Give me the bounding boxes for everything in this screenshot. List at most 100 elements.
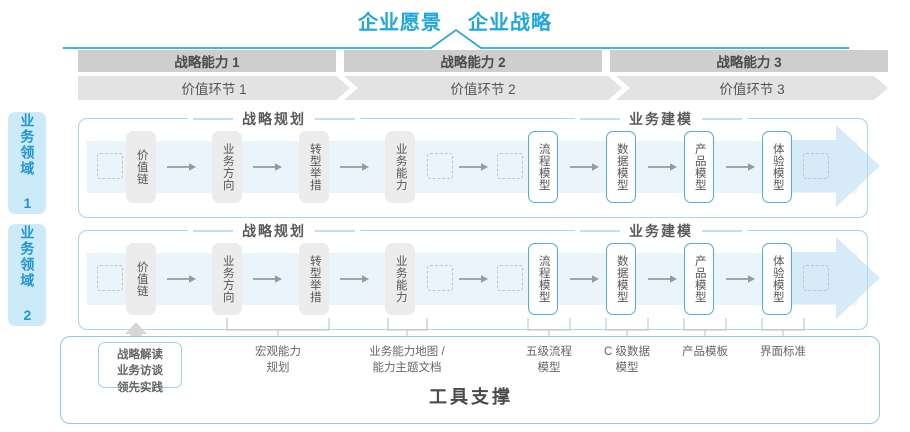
label-line-2: 模型 (615, 361, 639, 374)
arrow-1-4 (459, 163, 488, 171)
ghost-mid-a-1 (427, 153, 453, 179)
arrow-1-6 (648, 163, 677, 171)
node-experience-model-1[interactable]: 体验模型 (762, 131, 792, 203)
section-label-planning-1: 战略规划 (188, 110, 360, 128)
domain-tab-1[interactable]: 业务领域 1 (8, 112, 46, 214)
ghost-mid-b-2 (497, 265, 523, 291)
label-line-1: 产品模板 (682, 346, 728, 358)
section-modeling-text-1: 业务建模 (629, 111, 693, 127)
label-line-2: 规划 (266, 361, 290, 374)
node-label: 数据模型 (615, 255, 628, 303)
node-business-capability-2[interactable]: 业务能力 (385, 243, 415, 315)
ghost-mid-b-1 (497, 153, 523, 179)
arrow-1-2 (253, 163, 282, 171)
section-planning-text-2: 战略规划 (242, 223, 306, 239)
arrow-1-5 (570, 163, 599, 171)
label-line-1: C 级数据 (604, 346, 650, 358)
value-stage-cell-3: 价值环节 3 (616, 76, 888, 100)
label-line-1: 五级流程 (526, 346, 572, 358)
domain-row-1-frame (78, 118, 868, 218)
node-label: 体验模型 (771, 255, 784, 303)
tool-label-ui-standard: 界面标准 (733, 345, 833, 361)
node-business-capability-1[interactable]: 业务能力 (385, 131, 415, 203)
section-label-planning-2: 战略规划 (188, 222, 360, 240)
node-business-direction-1[interactable]: 业务方向 (212, 131, 242, 203)
node-label: 数据模型 (615, 143, 628, 191)
section-modeling-text-2: 业务建模 (629, 223, 693, 239)
label-line-2: 能力主题文档 (372, 361, 442, 374)
rule-right (315, 118, 355, 120)
chip-line-2: 业务访谈 (117, 365, 163, 378)
node-label: 业务能力 (394, 143, 407, 191)
arrow-2-5 (570, 275, 599, 283)
rule-left (580, 118, 620, 120)
section-planning-text-1: 战略规划 (242, 111, 306, 127)
label-line-1: 宏观能力 (255, 346, 301, 358)
node-transformation-measures-2[interactable]: 转型举措 (299, 243, 329, 315)
node-label: 业务方向 (221, 255, 234, 303)
tool-label-c-level-data-model: C 级数据 模型 (575, 345, 679, 376)
node-process-model-2[interactable]: 流程模型 (528, 243, 558, 315)
node-label: 流程模型 (537, 143, 550, 191)
node-experience-model-2[interactable]: 体验模型 (762, 243, 792, 315)
node-label: 产品模型 (693, 143, 706, 191)
value-stage-cell-2: 价值环节 2 (344, 76, 622, 100)
arrow-2-6 (648, 275, 677, 283)
domain-row-2-frame (78, 230, 868, 330)
node-value-chain-1[interactable]: 价值链 (126, 131, 156, 203)
node-label: 业务方向 (221, 143, 234, 191)
tool-label-capability-map: 业务能力地图 / 能力主题文档 (340, 345, 474, 376)
tools-support-title: 工具支撑 (429, 387, 513, 407)
label-line-2: 模型 (537, 361, 561, 374)
node-label: 转型举措 (308, 143, 321, 191)
domain-tab-2[interactable]: 业务领域 2 (8, 224, 46, 326)
node-label: 产品模型 (693, 255, 706, 303)
ghost-start-1 (97, 153, 123, 179)
rule-right (702, 230, 742, 232)
capability-cell-3: 战略能力 3 (610, 50, 888, 72)
rule-left (193, 230, 233, 232)
domain-tab-2-label: 业务领域 2 (19, 225, 36, 325)
title-enterprise-strategy: 企业战略 (468, 12, 552, 34)
section-label-modeling-1: 业务建模 (575, 110, 747, 128)
value-stage-band: 价值环节 1 价值环节 2 价值环节 3 (78, 76, 888, 98)
capability-band: 战略能力 1 战略能力 2 战略能力 3 (78, 50, 888, 72)
node-data-model-2[interactable]: 数据模型 (606, 243, 636, 315)
arrow-1-7 (726, 163, 755, 171)
tool-label-five-level-process-model: 五级流程 模型 (494, 345, 604, 376)
value-stage-cell-1: 价值环节 1 (78, 76, 350, 100)
ghost-end-1 (803, 153, 829, 179)
node-product-model-1[interactable]: 产品模型 (684, 131, 714, 203)
node-label: 业务能力 (394, 255, 407, 303)
top-connector-line (63, 28, 849, 49)
ghost-start-2 (97, 265, 123, 291)
node-data-model-1[interactable]: 数据模型 (606, 131, 636, 203)
node-label: 价值链 (135, 149, 148, 185)
node-label: 价值链 (135, 261, 148, 297)
node-value-chain-2[interactable]: 价值链 (126, 243, 156, 315)
node-label: 转型举措 (308, 255, 321, 303)
arrow-2-4 (459, 275, 488, 283)
node-business-direction-2[interactable]: 业务方向 (212, 243, 242, 315)
tool-label-product-template: 产品模板 (655, 345, 755, 361)
node-transformation-measures-1[interactable]: 转型举措 (299, 131, 329, 203)
node-process-model-1[interactable]: 流程模型 (528, 131, 558, 203)
arrow-1-1 (167, 163, 196, 171)
tool-chip-strategy-interpretation[interactable]: 战略解读 业务访谈 领先实践 (98, 342, 182, 394)
chip-line-1: 战略解读 (117, 349, 163, 361)
tools-support-box: 工具支撑 (60, 336, 880, 424)
rule-right (315, 230, 355, 232)
arrow-2-1 (167, 275, 196, 283)
label-line-1: 界面标准 (760, 346, 806, 358)
node-product-model-2[interactable]: 产品模型 (684, 243, 714, 315)
tool-label-macro-capability-planning: 宏观能力 规划 (218, 345, 338, 376)
arrow-1-3 (340, 163, 369, 171)
top-titles: 企业愿景 企业战略 (0, 6, 910, 35)
arrow-2-2 (253, 275, 282, 283)
arrow-2-3 (340, 275, 369, 283)
domain-tab-1-label: 业务领域 1 (19, 113, 36, 213)
node-label: 流程模型 (537, 255, 550, 303)
arrow-2-7 (726, 275, 755, 283)
section-label-modeling-2: 业务建模 (575, 222, 747, 240)
